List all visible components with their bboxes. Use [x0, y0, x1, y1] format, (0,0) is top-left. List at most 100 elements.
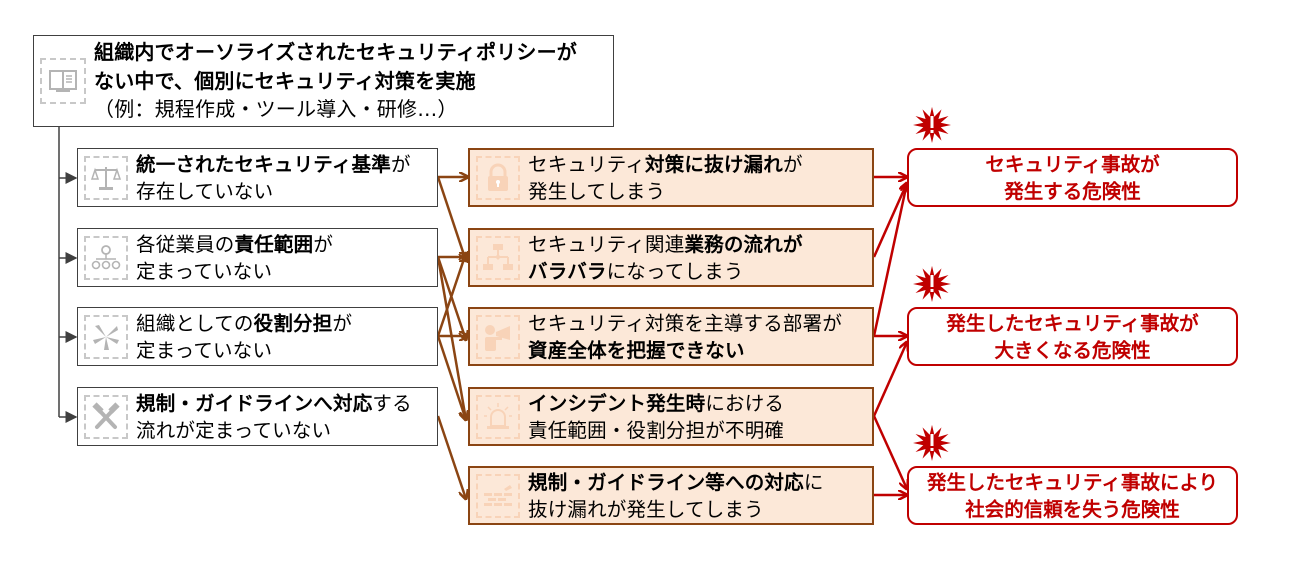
cause-text: 統一されたセキュリティ基準が存在していない [136, 151, 411, 205]
risk-line-2: 大きくなる危険性 [994, 338, 1151, 362]
risk-text: 発生したセキュリティ事故により社会的信頼を失う危険性 [927, 469, 1218, 523]
cause-line-1: 各従業員の責任範囲が [136, 231, 333, 258]
lock-icon [476, 155, 520, 200]
cause-effect-arrow [436, 256, 466, 420]
effect-box: セキュリティ関連業務の流れがバラバラになってしまう [468, 228, 874, 287]
cause-text: 規制・ガイドラインへ対応する流れが定まっていない [136, 390, 412, 444]
text-segment: が [782, 152, 803, 176]
text-segment: ない中で、個別にセキュリティ対策を実施 [94, 68, 476, 93]
root-line-3: （例：規程作成・ツール導入・研修…） [94, 95, 577, 124]
scales-icon [84, 155, 128, 200]
firewall-icon [476, 473, 520, 518]
cause-effect-arrow [436, 253, 466, 337]
cause-box: 統一されたセキュリティ基準が存在していない [77, 148, 438, 207]
text-segment: 責任範囲 [234, 232, 314, 256]
risk-text: セキュリティ事故が発生する危険性 [985, 151, 1159, 205]
text-segment: セキュリティ関連 [528, 232, 685, 256]
cause-line-1: 規制・ガイドラインへ対応する [136, 390, 412, 417]
text-segment: する [372, 391, 412, 415]
effect-line-1: セキュリティ関連業務の流れが [528, 231, 803, 258]
effect-risk-arrow [872, 183, 907, 337]
cause-line-1: 組織としての役割分担が [136, 310, 352, 337]
effect-risk-arrow [872, 415, 907, 489]
risk-line-2: 発生する危険性 [1004, 179, 1141, 203]
megaphone-person-icon [476, 314, 520, 359]
text-segment: 各従業員の [136, 232, 235, 256]
text-segment: 統一されたセキュリティ基準 [136, 152, 391, 176]
alarm-light-icon [476, 394, 520, 439]
cause-line-2: 存在していない [136, 178, 411, 205]
warning-burst-icon [913, 424, 951, 461]
effect-box: インシデント発生時における責任範囲・役割分担が不明確 [468, 387, 874, 446]
cause-line-2: 定まっていない [136, 258, 333, 285]
text-segment: 規制・ガイドラインへ対応 [136, 391, 373, 415]
text-segment: 責任範囲・役割分担が不明確 [528, 418, 785, 442]
cause-effect-arrow [436, 335, 466, 420]
effect-line-1: セキュリティ対策に抜け漏れが [528, 151, 803, 178]
text-segment: 対策に抜け漏れ [645, 152, 783, 176]
flowchart-icon [476, 235, 520, 280]
text-segment: 定まっていない [136, 259, 273, 283]
text-segment: 役割分担 [253, 311, 333, 335]
text-segment: インシデント発生時 [528, 391, 706, 415]
hammers-icon [84, 394, 128, 439]
text-segment: が [313, 232, 334, 256]
text-segment: 発生してしまう [528, 179, 666, 203]
book-icon [40, 58, 86, 104]
effect-text: セキュリティ対策に抜け漏れが発生してしまう [528, 151, 803, 205]
text-segment: 定まっていない [136, 338, 273, 362]
root-line-1: 組織内でオーソライズされたセキュリティポリシーが [94, 38, 577, 67]
effect-line-2: 発生してしまう [528, 178, 803, 205]
effect-text: セキュリティ対策を主導する部署が資産全体を把握できない [528, 310, 842, 364]
text-segment: セキュリティ [528, 152, 646, 176]
effect-line-2: バラバラになってしまう [528, 258, 803, 285]
risk-line-1: セキュリティ事故が [985, 152, 1160, 176]
risk-line-1: 発生したセキュリティ事故により [927, 470, 1218, 494]
text-segment: 業務の流れが [684, 232, 803, 256]
text-segment: 流れが定まっていない [136, 418, 332, 442]
effect-line-2: 資産全体を把握できない [528, 337, 842, 364]
effect-line-1: インシデント発生時における [528, 390, 784, 417]
text-segment: セキュリティ対策を主導する部署が [528, 311, 843, 335]
effect-box: セキュリティ対策を主導する部署が資産全体を把握できない [468, 307, 874, 366]
cause-line-2: 流れが定まっていない [136, 417, 412, 444]
text-segment: が [390, 152, 411, 176]
cause-line-1: 統一されたセキュリティ基準が [136, 151, 411, 178]
cause-box: 規制・ガイドラインへ対応する流れが定まっていない [77, 387, 438, 446]
effect-text: セキュリティ関連業務の流れがバラバラになってしまう [528, 231, 803, 285]
risk-line-1: 発生したセキュリティ事故が [946, 311, 1199, 335]
effect-text: 規制・ガイドライン等への対応に抜け漏れが発生してしまう [528, 469, 824, 523]
text-segment: 存在していない [136, 179, 274, 203]
risk-line-2: 社会的信頼を失う危険性 [965, 497, 1180, 521]
cause-box: 組織としての役割分担が定まっていない [77, 307, 438, 366]
effect-line-2: 責任範囲・役割分担が不明確 [528, 417, 784, 444]
text-segment: バラバラ [528, 259, 607, 283]
cause-box: 各従業員の責任範囲が定まっていない [77, 228, 438, 287]
cause-text: 組織としての役割分担が定まっていない [136, 310, 352, 364]
effect-line-2: 抜け漏れが発生してしまう [528, 496, 824, 523]
risk-box: 発生したセキュリティ事故により社会的信頼を失う危険性 [907, 466, 1238, 525]
text-segment: 組織としての [136, 311, 254, 335]
warning-burst-icon [913, 265, 951, 302]
text-segment: 抜け漏れが発生してしまう [528, 497, 764, 521]
text-segment: 規制・ガイドライン等への対応 [528, 470, 804, 494]
effect-risk-arrow [872, 342, 907, 417]
hands-icon [84, 314, 128, 359]
text-segment: における [705, 391, 785, 415]
cause-text: 各従業員の責任範囲が定まっていない [136, 231, 333, 285]
cause-effect-arrow [436, 176, 466, 261]
text-segment: 資産全体を把握できない [528, 338, 745, 362]
effect-box: セキュリティ対策に抜け漏れが発生してしまう [468, 148, 874, 207]
text-segment: 組織内でオーソライズされたセキュリティポリシーが [94, 40, 577, 65]
effect-risk-arrow [872, 183, 907, 258]
risk-text: 発生したセキュリティ事故が大きくなる危険性 [946, 310, 1198, 364]
org-chart-icon [84, 235, 128, 280]
risk-box: セキュリティ事故が発生する危険性 [907, 148, 1238, 207]
root-premise-box: 組織内でオーソライズされたセキュリティポリシーがない中で、個別にセキュリティ対策… [33, 35, 614, 127]
text-segment: が [332, 311, 353, 335]
effect-box: 規制・ガイドライン等への対応に抜け漏れが発生してしまう [468, 466, 874, 525]
text-segment: （例：規程作成・ツール導入・研修…） [94, 97, 458, 122]
cause-effect-arrow [436, 256, 466, 340]
root-text: 組織内でオーソライズされたセキュリティポリシーがない中で、個別にセキュリティ対策… [94, 38, 577, 124]
